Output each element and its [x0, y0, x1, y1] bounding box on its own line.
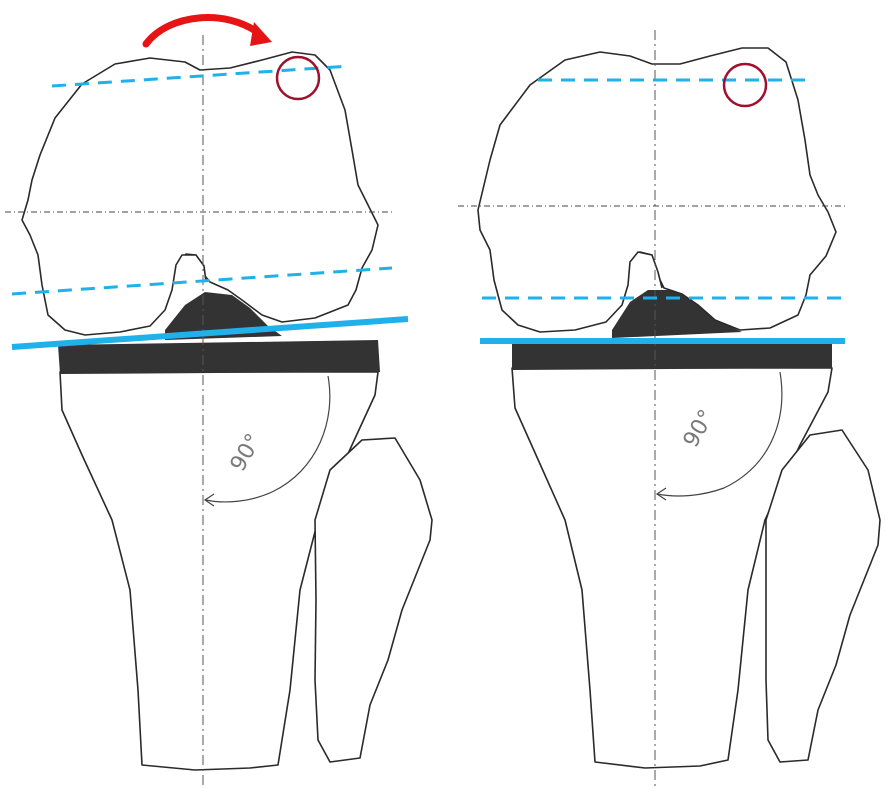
femur-right — [478, 48, 836, 332]
panel-right: 90° — [458, 30, 880, 788]
femur-left — [22, 52, 378, 335]
fibula-left — [315, 438, 432, 762]
tibial-tray-left — [58, 340, 380, 374]
tibial-tray-right — [512, 340, 832, 370]
fibula-right — [766, 430, 880, 762]
panel-left: 90° — [5, 18, 432, 788]
